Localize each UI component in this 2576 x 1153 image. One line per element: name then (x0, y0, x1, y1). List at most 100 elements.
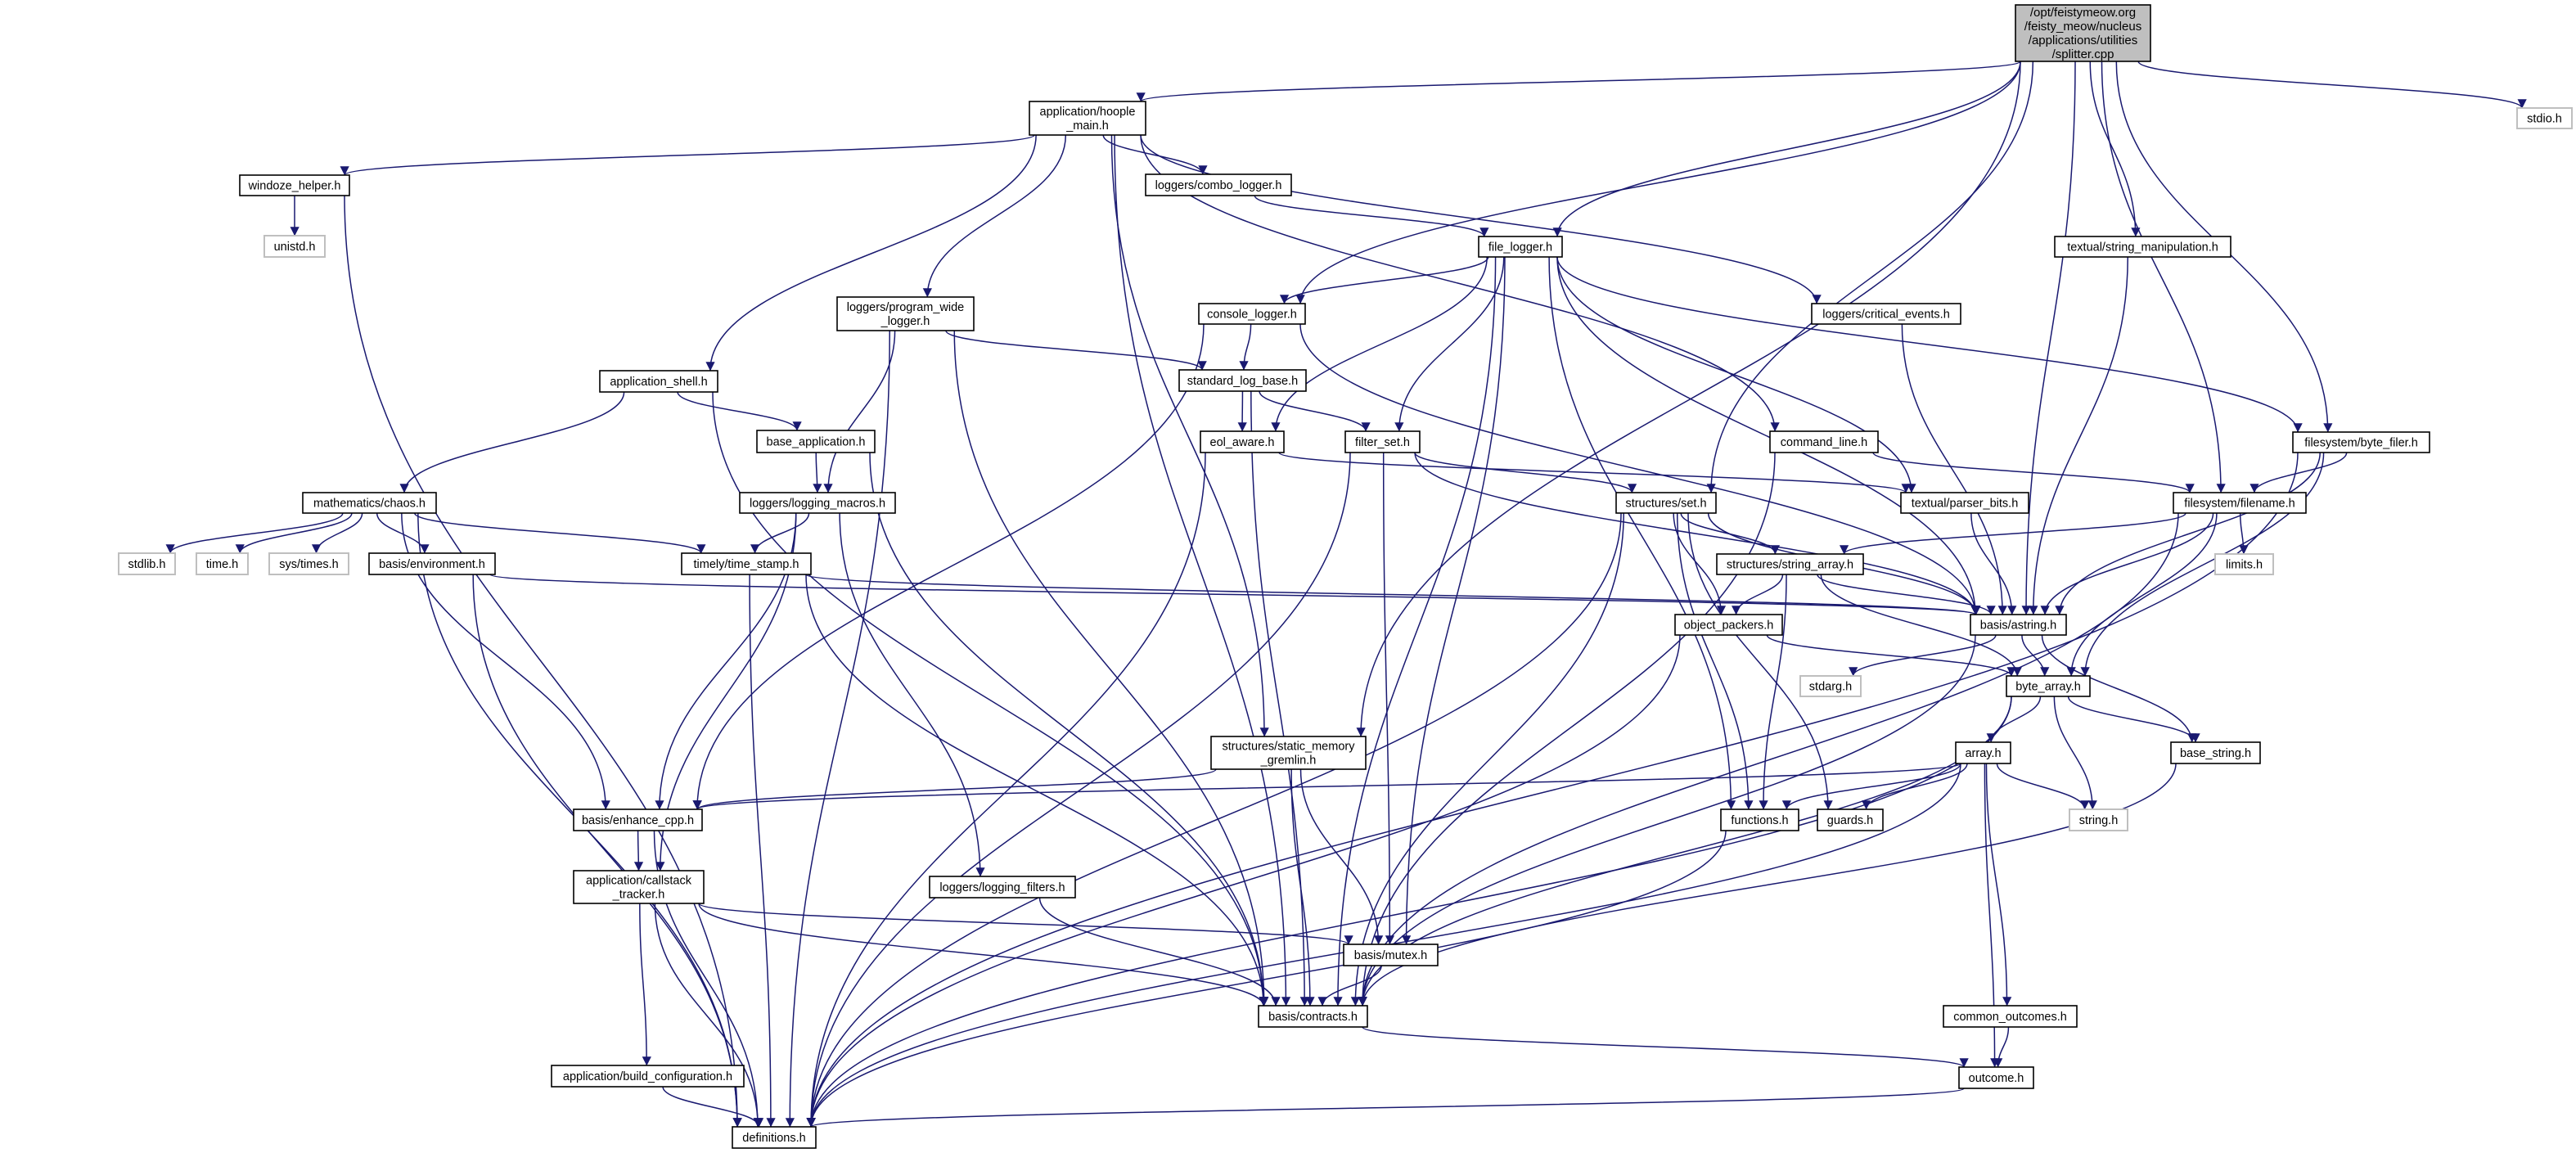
dependency-edge (311, 512, 363, 554)
system-header-node: stdlib.h (118, 552, 176, 575)
header-node[interactable]: application/callstack_tracker.h (573, 870, 705, 904)
header-node[interactable]: textual/parser_bits.h (1900, 492, 2029, 514)
dependency-edge (806, 696, 2012, 1128)
dependency-edge (235, 512, 353, 554)
dependency-edge (1402, 256, 1506, 945)
dependency-edge (1673, 512, 1727, 615)
header-node[interactable]: base_application.h (756, 430, 876, 453)
header-node[interactable]: functions.h (1720, 808, 1799, 831)
header-node[interactable]: loggers/logging_macros.h (739, 492, 896, 514)
dependency-edge (1038, 897, 1281, 1007)
header-node[interactable]: application_shell.h (599, 370, 718, 393)
dependency-edge (807, 1088, 1965, 1128)
header-node[interactable]: structures/set.h (1615, 492, 1717, 514)
dependency-edge (698, 903, 1353, 945)
dependency-edge (1556, 256, 1916, 493)
header-node[interactable]: basis/mutex.h (1343, 944, 1439, 966)
header-node[interactable]: loggers/critical_events.h (1811, 303, 1961, 325)
node-box (1970, 614, 2067, 636)
dependency-edge (2067, 696, 2200, 743)
header-node[interactable]: eol_aware.h (1200, 430, 1285, 453)
dependency-edge (2239, 512, 2249, 555)
dependency-edge (806, 830, 1727, 1128)
node-box (836, 296, 975, 331)
system-header-node: limits.h (2214, 553, 2274, 575)
header-node[interactable]: loggers/logging_filters.h (929, 876, 1076, 899)
node-label: textual/string_manipulation.h (2067, 241, 2218, 254)
system-header-node: stdarg.h (1799, 675, 1862, 697)
header-node[interactable]: structures/string_array.h (1716, 553, 1864, 575)
node-box (1210, 736, 1367, 770)
header-node[interactable]: file_logger.h (1478, 236, 1563, 258)
dependency-edge (1766, 634, 2016, 677)
dependency-edge (633, 830, 644, 872)
header-node[interactable]: console_logger.h (1198, 303, 1306, 325)
node-label: base_string.h (2180, 747, 2251, 760)
header-node[interactable]: basis/contracts.h (1258, 1005, 1368, 1028)
header-node[interactable]: common_outcomes.h (1943, 1005, 2078, 1028)
node-label: /splitter.cpp (2052, 47, 2114, 61)
header-node[interactable]: basis/environment.h (368, 552, 496, 575)
header-node[interactable]: basis/enhance_cpp.h (573, 808, 703, 831)
dependency-edge (1862, 763, 1968, 810)
node-box (2516, 107, 2573, 129)
header-node[interactable]: byte_array.h (2006, 675, 2091, 697)
node-label: unistd.h (274, 241, 316, 254)
node-box (1258, 1005, 1368, 1028)
dependency-edge (692, 768, 1217, 810)
dependency-edge (1290, 768, 1315, 1007)
header-node[interactable]: windoze_helper.h (239, 174, 350, 196)
dependency-edge (2021, 61, 2076, 615)
node-box (2006, 675, 2091, 697)
header-node[interactable]: structures/static_memory_gremlin.h (1210, 736, 1367, 770)
header-node[interactable]: object_packers.h (1674, 614, 1783, 636)
node-label: basis/mutex.h (1354, 949, 1427, 962)
dependency-edge (692, 323, 1205, 810)
header-node[interactable]: timely/time_stamp.h (681, 552, 812, 575)
header-node[interactable]: loggers/combo_logger.h (1145, 173, 1292, 196)
dependency-edge (2041, 634, 2197, 743)
dependency-edge (1250, 390, 1309, 1007)
header-node[interactable]: command_line.h (1769, 430, 1879, 453)
dependency-edge (1986, 696, 2042, 743)
node-box (1943, 1005, 2078, 1028)
dependency-edge (1259, 390, 1371, 432)
dependency-edge (1849, 634, 1997, 677)
header-node[interactable]: guards.h (1817, 808, 1884, 831)
node-box (2292, 431, 2430, 453)
node-label: filesystem/byte_filer.h (2304, 436, 2418, 449)
header-node[interactable]: filter_set.h (1344, 430, 1421, 453)
header-node[interactable]: mathematics/chaos.h (302, 492, 437, 514)
node-label: file_logger.h (1488, 241, 1552, 254)
root-file-node[interactable]: /opt/feistymeow.org/feisty_meow/nucleus/… (2015, 4, 2151, 62)
header-node[interactable]: filesystem/byte_filer.h (2292, 431, 2430, 453)
node-label: common_outcomes.h (1953, 1011, 2067, 1024)
node-label: stdlib.h (128, 558, 166, 571)
header-node[interactable]: base_string.h (2170, 741, 2261, 764)
node-label: application_shell.h (610, 376, 707, 389)
node-label: outcome.h (1969, 1072, 2024, 1085)
dependency-edge (1382, 452, 1395, 945)
header-node[interactable]: definitions.h (732, 1126, 817, 1149)
node-label: basis/enhance_cpp.h (582, 814, 694, 827)
dependency-edge (1552, 61, 2021, 237)
header-node[interactable]: outcome.h (1958, 1066, 2034, 1089)
dependency-edge (2029, 256, 2129, 615)
node-label: basis/contracts.h (1268, 1011, 1358, 1024)
header-node[interactable]: standard_log_base.h (1178, 369, 1307, 392)
dependency-edge (922, 134, 1067, 298)
header-node[interactable]: basis/astring.h (1970, 614, 2067, 636)
node-box (573, 808, 703, 831)
node-label: loggers/combo_logger.h (1155, 179, 1282, 192)
header-node[interactable]: filesystem/filename.h (2173, 492, 2307, 514)
dependency-edge (1137, 61, 2021, 102)
header-node[interactable]: textual/string_manipulation.h (2054, 236, 2231, 258)
dependency-edge (1358, 634, 1976, 1007)
header-node[interactable]: loggers/program_wide_logger.h (836, 296, 975, 331)
dependency-edge (806, 634, 1681, 1128)
header-node[interactable]: array.h (1955, 741, 2011, 764)
node-label: structures/set.h (1625, 497, 1706, 510)
header-node[interactable]: application/hoople_main.h (1029, 101, 1146, 136)
dependency-edge (376, 512, 430, 554)
header-node[interactable]: application/build_configuration.h (551, 1065, 745, 1088)
